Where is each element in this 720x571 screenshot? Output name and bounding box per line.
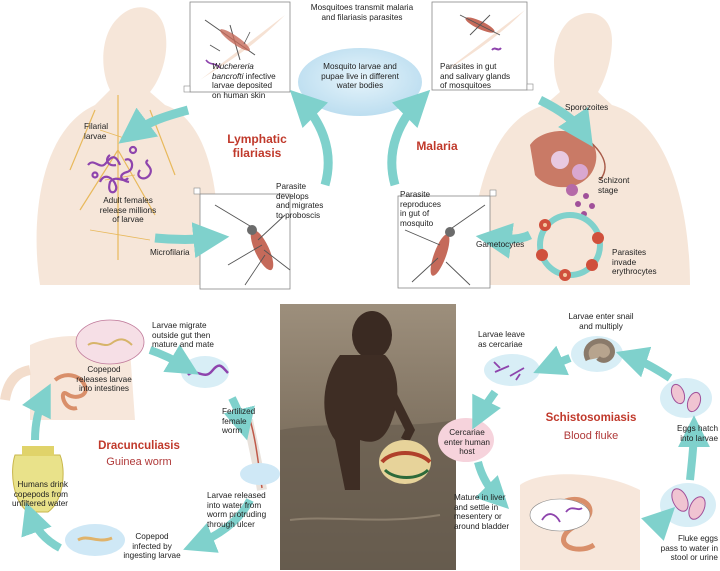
fluke-eggs-label: Fluke eggs pass to water in stool or uri… — [660, 534, 718, 563]
inset-mosquito-malaria-bottom — [397, 189, 497, 289]
infective-larvae-text: infective larvae deposited on human skin — [212, 71, 276, 100]
microfilaria-label: Microfilaria — [150, 248, 190, 257]
filarial-worms-icon — [87, 145, 152, 194]
sporozoites-label: Sporozoites — [565, 103, 609, 112]
cercariae-enter-label: Cercariae enter human host — [444, 428, 490, 457]
gametocytes-label: Gametocytes — [476, 240, 525, 249]
top-caption: Mosquitoes transmit malaria and filarias… — [310, 3, 414, 22]
human-figure-left — [36, 7, 218, 286]
species-name: Wuchereria bancrofti — [212, 62, 254, 81]
copepod-releases-label: Copepod releases larvae into intestines — [76, 365, 132, 394]
dracunculiasis-artwork — [0, 319, 280, 556]
larvae-released-label: Larvae released into water from worm pro… — [207, 491, 267, 529]
parasite-reproduces-label: Parasite reproduces in gut of mosquito — [400, 190, 441, 228]
eggs-hatch-label: Eggs hatch into larvae — [677, 424, 718, 443]
enter-snail-label: Larvae enter snail and multiply — [568, 312, 634, 331]
schizont-label: Schizont stage — [598, 176, 630, 195]
water-bodies-bubble — [298, 48, 422, 116]
schistosomiasis-title: Schistosomiasis — [545, 412, 637, 424]
child-photo — [280, 304, 456, 570]
schistosomiasis-subtitle: Blood fluke — [563, 430, 619, 442]
inset-mosquito-on-skin — [183, 1, 291, 93]
schistosomiasis-artwork — [438, 336, 716, 570]
filariasis-title: Lymphatic filariasis — [227, 132, 287, 160]
mature-in-liver-label: Mature in liver and settle in mesentery … — [454, 493, 510, 531]
fertilized-worm-label: Fertilized female worm — [222, 407, 256, 436]
invade-erythrocytes-label: Parasites invade erythrocytes — [612, 248, 657, 277]
larvae-leave-label: Larvae leave as cercariae — [478, 330, 525, 349]
schistosomiasis-arrows — [472, 345, 710, 541]
adult-females-label: Adult females release millions of larvae — [99, 196, 157, 225]
schizont-icon — [551, 151, 595, 217]
humans-drink-label: Humans drink copepods from unfiltered wa… — [12, 480, 68, 509]
top-cycle-arrows — [118, 89, 593, 259]
parasite-develops-label: Parasite develops and migrates to probos… — [276, 182, 324, 220]
water-bodies-label: Mosquito larvae and pupae live in differ… — [321, 62, 399, 91]
inset-mosquito-malaria-top — [431, 1, 534, 91]
malaria-title: Malaria — [416, 139, 458, 153]
copepod-infected-label: Copepod infected by ingesting larvae — [123, 532, 181, 561]
larvae-migrate-label: Larvae migrate outside gut then mature a… — [152, 321, 214, 350]
filarial-larvae-label: Filarial larvae — [84, 122, 109, 141]
infective-larvae-label: Wuchereria bancrofti infective larvae de… — [212, 62, 294, 100]
dracunculiasis-arrows — [21, 344, 255, 553]
erythrocyte-ring-icon — [536, 212, 604, 281]
dracunculiasis-title: Dracunculiasis — [98, 440, 180, 452]
parasites-in-gut-label: Parasites in gut and salivary glands of … — [440, 62, 511, 91]
dracunculiasis-subtitle: Guinea worm — [106, 456, 172, 468]
